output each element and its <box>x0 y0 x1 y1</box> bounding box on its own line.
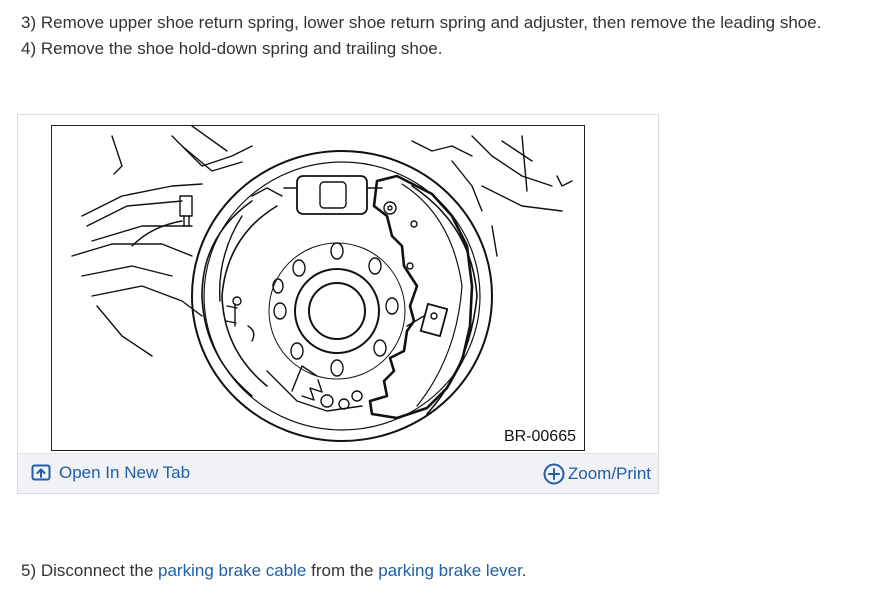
zoom-print-label: Zoom/Print <box>567 464 651 483</box>
zoom-print-button[interactable]: Zoom/Print <box>543 463 651 485</box>
step-5-text: 5) Disconnect the parking brake cable fr… <box>21 560 527 582</box>
figure-card: BR-00665 Open In New Tab <box>17 114 659 494</box>
parking-brake-lever-link[interactable]: parking brake lever <box>378 561 522 580</box>
step-4-text: 4) Remove the shoe hold-down spring and … <box>21 39 443 58</box>
figure-image[interactable]: BR-00665 <box>51 125 585 451</box>
step-5-suffix: . <box>521 561 527 580</box>
step-5-middle: from the <box>306 561 379 580</box>
figure-code-label: BR-00665 <box>503 428 576 445</box>
figure-action-bar: Open In New Tab Zoom/Print <box>18 453 658 493</box>
brake-drum-illustration <box>71 126 573 442</box>
open-in-new-tab-label: Open In New Tab <box>59 463 191 482</box>
step-5-prefix: 5) Disconnect the <box>21 561 159 580</box>
parking-brake-cable-link[interactable]: parking brake cable <box>158 561 307 580</box>
open-in-new-tab-icon <box>31 464 51 482</box>
open-in-new-tab-button[interactable]: Open In New Tab <box>31 463 190 483</box>
zoom-plus-icon <box>543 463 565 485</box>
step-3-text: 3) Remove upper shoe return spring, lowe… <box>21 13 822 32</box>
